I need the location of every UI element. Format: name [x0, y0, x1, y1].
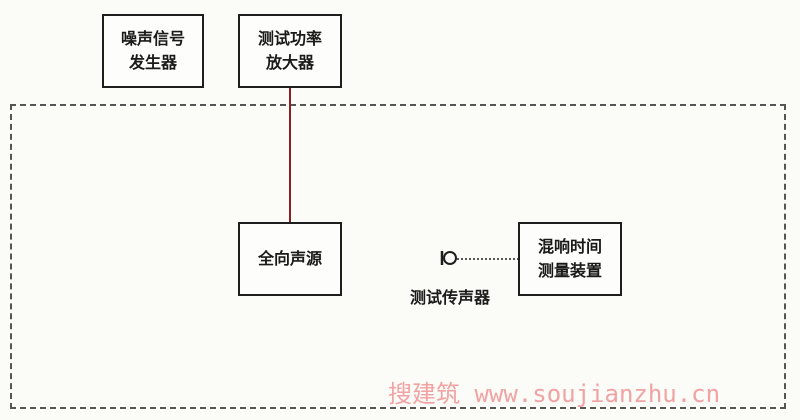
power-amplifier-line-1: 测试功率	[257, 29, 322, 48]
reverb-time-meter-block: 混响时间 测量装置	[518, 222, 622, 296]
reverb-meter-line-2: 测量装置	[537, 261, 602, 280]
test-room-boundary	[10, 104, 786, 409]
microphone-icon	[440, 251, 457, 265]
omni-source-label: 全向声源	[257, 249, 322, 268]
noise-generator-line-2: 发生器	[128, 53, 177, 72]
amplifier-to-source-wire	[289, 88, 291, 222]
omni-source-block: 全向声源	[238, 222, 342, 296]
noise-generator-line-1: 噪声信号	[120, 29, 185, 48]
microphone-label: 测试传声器	[409, 288, 490, 307]
watermark-text: 搜建筑 www.soujianzhu.cn	[388, 380, 721, 408]
microphone-to-meter-wire	[457, 258, 519, 260]
power-amplifier-block: 测试功率 放大器	[238, 14, 342, 88]
noise-generator-block: 噪声信号 发生器	[102, 14, 204, 88]
power-amplifier-line-2: 放大器	[265, 53, 314, 72]
reverb-meter-line-1: 混响时间	[537, 237, 602, 256]
